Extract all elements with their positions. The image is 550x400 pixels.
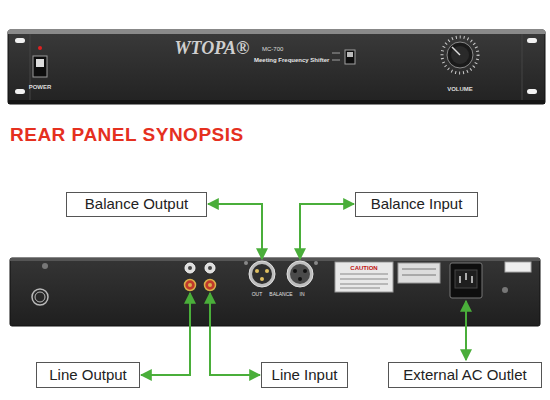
section-heading: REAR PANEL SYNOPSIS bbox=[10, 124, 244, 146]
callout-text: Balance Output bbox=[85, 196, 188, 213]
callout-text: Line Input bbox=[272, 367, 338, 384]
front-panel bbox=[8, 30, 545, 104]
panel-label: OUT bbox=[252, 292, 263, 297]
panel-label: VOLUME bbox=[447, 86, 473, 92]
panel-label: POWER bbox=[29, 84, 52, 90]
panel-label: WTOPA® bbox=[175, 39, 250, 57]
callout-box: Balance Input bbox=[355, 192, 478, 217]
callout-box: Line Input bbox=[261, 362, 348, 388]
panel-label: MC-700 bbox=[262, 46, 283, 52]
callout-box: Line Output bbox=[36, 362, 140, 388]
leader-arrow bbox=[208, 204, 262, 259]
panel-label: Meeting Frequency Shifter bbox=[254, 57, 329, 63]
leader-arrow bbox=[465, 301, 467, 360]
callout-text: External AC Outlet bbox=[403, 367, 526, 384]
panel-label: IN bbox=[300, 292, 305, 297]
leader-arrow bbox=[210, 293, 260, 375]
callout-box: Balance Output bbox=[66, 192, 207, 217]
callout-box: External AC Outlet bbox=[388, 362, 542, 388]
leader-arrow bbox=[141, 293, 190, 375]
rear-panel bbox=[10, 258, 540, 326]
panel-label: CAUTION bbox=[350, 265, 377, 271]
callout-text: Line Output bbox=[49, 367, 127, 384]
panel-label: BALANCE bbox=[269, 292, 292, 297]
leader-arrow bbox=[300, 204, 354, 259]
callout-text: Balance Input bbox=[371, 196, 463, 213]
